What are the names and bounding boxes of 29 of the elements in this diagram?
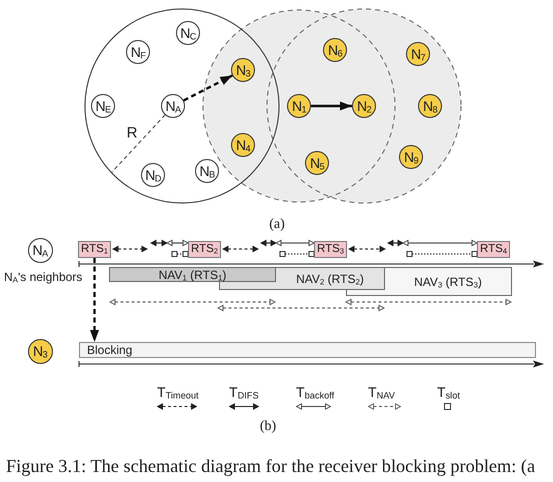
- legend-label: T$_{backoff}$: [296, 385, 334, 399]
- subfigure-label: (a): [269, 218, 285, 232]
- legend-label: T$_{Timeout}$: [157, 385, 199, 399]
- arrow: [311, 102, 352, 110]
- rts-frame-box: RTS$_{4}$: [477, 241, 510, 258]
- node-circle: N$_{E}$: [91, 94, 115, 118]
- node-circle: N$_{A}$: [161, 94, 185, 118]
- node-circle: N$_{B}$: [195, 159, 219, 183]
- radius-label: R: [126, 126, 138, 140]
- node-circle: N$_{F}$: [126, 40, 150, 64]
- legend-label: T$_{NAV}$: [368, 385, 395, 399]
- nav-bar: NAV$_{1}$ (RTS$_{1}$): [109, 267, 276, 282]
- arrow: [183, 74, 233, 102]
- legend-label: T$_{slot}$: [437, 385, 460, 399]
- node-circle: N$_{D}$: [141, 163, 165, 187]
- figure-caption: Figure 3.1: The schematic diagram for the receiver blocking problem: (a: [6, 457, 536, 476]
- nav-bar: NAV$_{2}$ (RTS$_{2}$): [276, 267, 385, 290]
- rts-frame-box: RTS$_{3}$: [314, 241, 347, 258]
- nav-bar: NAV$_{3}$ (RTS$_{3}$): [385, 267, 512, 296]
- arrow: [90, 258, 99, 342]
- subfigure-label: (b): [260, 420, 276, 434]
- blocking-bar: Blocking: [79, 342, 536, 358]
- row-label: N$_{A}$'s neighbors: [4, 271, 82, 283]
- rts-frame-box: RTS$_{1}$: [78, 241, 111, 258]
- node-circle: N$_{3}$: [28, 338, 52, 364]
- node-circle: N$_{C}$: [176, 21, 200, 45]
- rts-frame-box: RTS$_{2}$: [188, 241, 221, 258]
- node-circle: N$_{A}$: [28, 238, 52, 262]
- legend-label: T$_{DIFS}$: [229, 385, 259, 399]
